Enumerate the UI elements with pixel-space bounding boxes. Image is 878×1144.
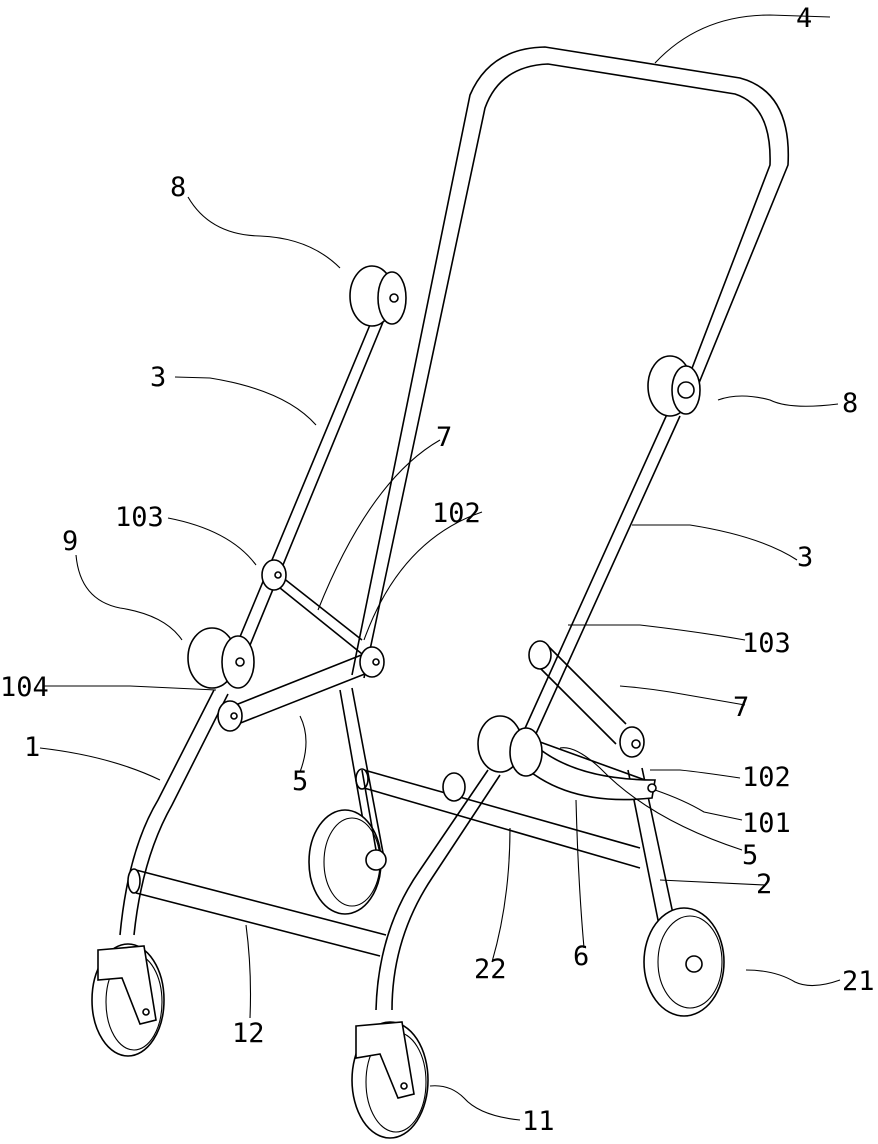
label-7-left: 7 <box>436 422 452 453</box>
front-crossbar <box>127 868 387 957</box>
label-6: 6 <box>573 941 589 972</box>
label-4: 4 <box>796 3 812 34</box>
label-22: 22 <box>474 954 507 985</box>
front-wheel-left <box>91 943 165 1057</box>
link-bar-right <box>533 645 627 745</box>
left-side-tube <box>221 319 384 685</box>
push-handle-frame <box>351 46 790 679</box>
label-104: 104 <box>0 672 49 703</box>
rear-wheel-left <box>308 769 387 915</box>
front-leg-left <box>119 689 229 936</box>
right-side-tube <box>521 411 681 739</box>
label-3-right: 3 <box>797 542 813 573</box>
label-11: 11 <box>522 1106 555 1137</box>
rear-wheel-right <box>643 907 725 1017</box>
label-102-left: 102 <box>432 498 481 529</box>
arm-left <box>227 649 381 725</box>
label-7-right: 7 <box>733 692 749 723</box>
rear-crossbar <box>355 768 641 869</box>
label-21: 21 <box>842 966 875 997</box>
label-12: 12 <box>232 1018 265 1049</box>
leader-lines <box>39 14 841 1121</box>
label-8-right: 8 <box>842 388 858 419</box>
hinge-joint-lower-right <box>477 715 543 777</box>
label-1: 1 <box>24 732 40 763</box>
label-5-left: 5 <box>292 766 308 797</box>
curved-bracket <box>511 728 656 801</box>
label-103-left: 103 <box>115 502 164 533</box>
hinge-joint-upper-right <box>647 355 701 417</box>
label-8-upper-left: 8 <box>170 172 186 203</box>
label-102-right: 102 <box>742 762 791 793</box>
front-leg-right <box>375 769 501 1011</box>
label-9: 9 <box>62 526 78 557</box>
label-103-right: 103 <box>742 628 791 659</box>
front-wheel-right <box>351 1021 429 1139</box>
callout-labels: 4 8 8 3 3 7 7 103 103 102 102 9 104 1 5 … <box>0 3 875 1137</box>
hinge-joint-lower-left <box>187 627 255 689</box>
label-101: 101 <box>742 808 791 839</box>
pivot-pins <box>217 559 657 802</box>
label-5-right: 5 <box>742 840 758 871</box>
label-3-left: 3 <box>150 362 166 393</box>
hinge-joint-upper-left <box>349 265 407 327</box>
label-2: 2 <box>756 869 772 900</box>
